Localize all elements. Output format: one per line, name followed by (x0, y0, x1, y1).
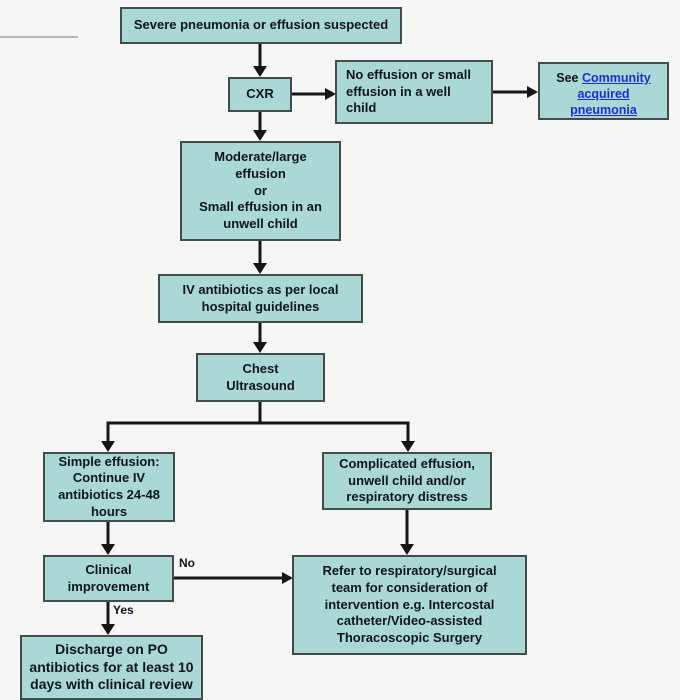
node-cxr: CXR (228, 77, 292, 112)
node-refer-respiratory-surgical: Refer to respiratory/surgical team for c… (292, 555, 527, 655)
arrow-simple-to-clinical (101, 522, 115, 555)
node-complicated-effusion: Complicated effusion, unwell child and/o… (322, 452, 492, 510)
node-no-effusion-well-child: No effusion or small effusion in a well … (335, 60, 493, 124)
arrow-clinical-no-to-refer (174, 572, 293, 584)
arrow-severe-to-cxr (253, 44, 267, 77)
branch-ultrasound (101, 402, 415, 452)
node-clinical-improvement: Clinical improvement (43, 555, 174, 602)
arrow-cxr-to-no-effusion (292, 88, 336, 100)
arrow-cxr-to-moderate (253, 112, 267, 141)
node-see-community-acquired-pneumonia: See Community acquired pneumonia (538, 62, 669, 120)
node-moderate-large-effusion: Moderate/large effusion or Small effusio… (180, 141, 341, 241)
node-chest-ultrasound: Chest Ultrasound (196, 353, 325, 402)
arrow-no-effusion-to-see-cap (493, 86, 538, 98)
arrow-moderate-to-iv (253, 241, 267, 274)
node-severe-pneumonia-suspected: Severe pneumonia or effusion suspected (120, 7, 402, 44)
arrow-iv-to-ultrasound (253, 323, 267, 353)
community-acquired-pneumonia-link[interactable]: Community acquired pneumonia (570, 71, 651, 117)
see-label: See (556, 71, 582, 85)
node-iv-antibiotics: IV antibiotics as per local hospital gui… (158, 274, 363, 323)
edge-label-no: No (179, 556, 195, 570)
arrow-complicated-to-refer (400, 510, 414, 555)
node-simple-effusion: Simple effusion: Continue IV antibiotics… (43, 452, 175, 522)
edge-label-yes: Yes (113, 603, 134, 617)
node-discharge-po-antibiotics: Discharge on PO antibiotics for at least… (20, 635, 203, 700)
